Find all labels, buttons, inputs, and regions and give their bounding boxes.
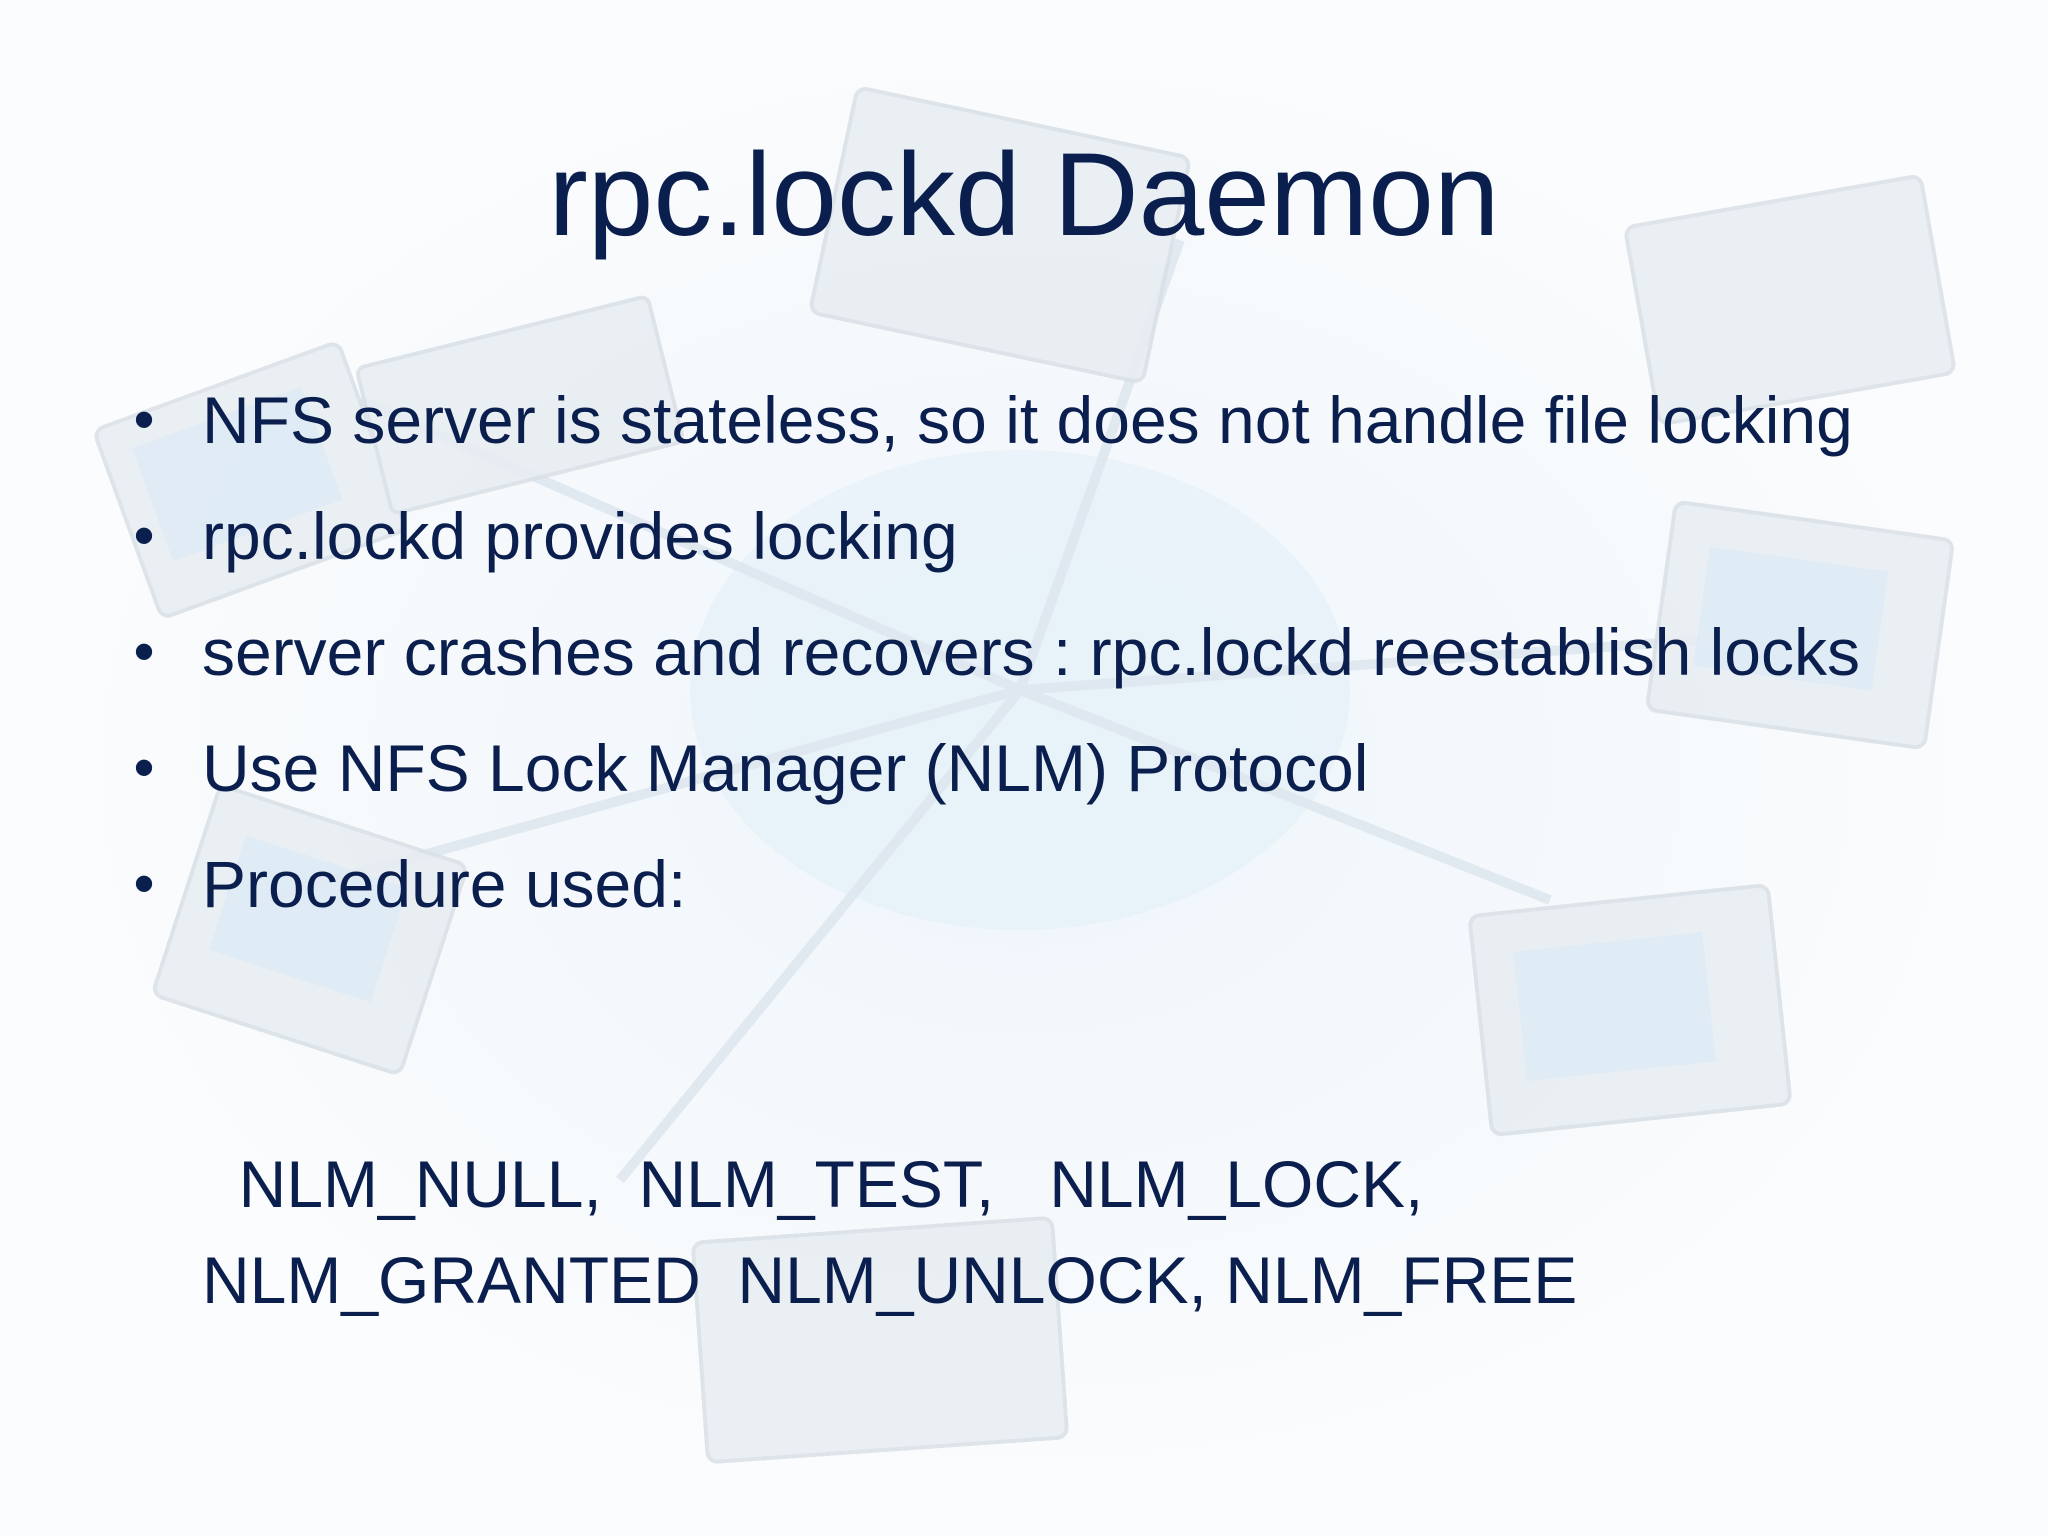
procedure-list: NLM_NULL, NLM_TEST, NLM_LOCK, NLM_GRANTE…: [202, 1136, 1902, 1328]
computer-icon: [356, 295, 684, 515]
screen-icon: [208, 835, 408, 1003]
bullet-item: • NFS server is stateless, so it does no…: [120, 372, 1880, 468]
screen-icon: [132, 386, 343, 562]
bullet-item: • Procedure used:: [120, 836, 1880, 932]
bullet-text: rpc.lockd provides locking: [202, 499, 958, 573]
bullet-text: server crashes and recovers : rpc.lockd …: [202, 615, 1860, 689]
bullet-dot-icon: •: [133, 734, 155, 801]
procedure-line: NLM_GRANTED NLM_UNLOCK, NLM_FREE: [202, 1243, 1578, 1317]
bullet-text: Use NFS Lock Manager (NLM) Protocol: [202, 731, 1369, 805]
computer-icon: [809, 87, 1191, 383]
bullet-list: • NFS server is stateless, so it does no…: [120, 372, 1880, 952]
bullet-item: • rpc.lockd provides locking: [120, 488, 1880, 584]
computer-icon: [1624, 175, 1956, 425]
computer-icon: [691, 1216, 1069, 1464]
bullet-dot-icon: •: [133, 502, 155, 569]
bullet-text: Procedure used:: [202, 847, 687, 921]
bullet-dot-icon: •: [133, 618, 155, 685]
bullet-dot-icon: •: [133, 850, 155, 917]
bullet-text: NFS server is stateless, so it does not …: [202, 383, 1853, 457]
bullet-dot-icon: •: [133, 386, 155, 453]
procedure-line: NLM_NULL, NLM_TEST, NLM_LOCK,: [202, 1147, 1424, 1221]
bullet-item: • server crashes and recovers : rpc.lock…: [120, 604, 1880, 700]
bullet-item: • Use NFS Lock Manager (NLM) Protocol: [120, 720, 1880, 816]
screen-icon: [1693, 546, 1889, 691]
slide-title: rpc.lockd Daemon: [548, 129, 1500, 261]
screen-icon: [1513, 932, 1716, 1082]
